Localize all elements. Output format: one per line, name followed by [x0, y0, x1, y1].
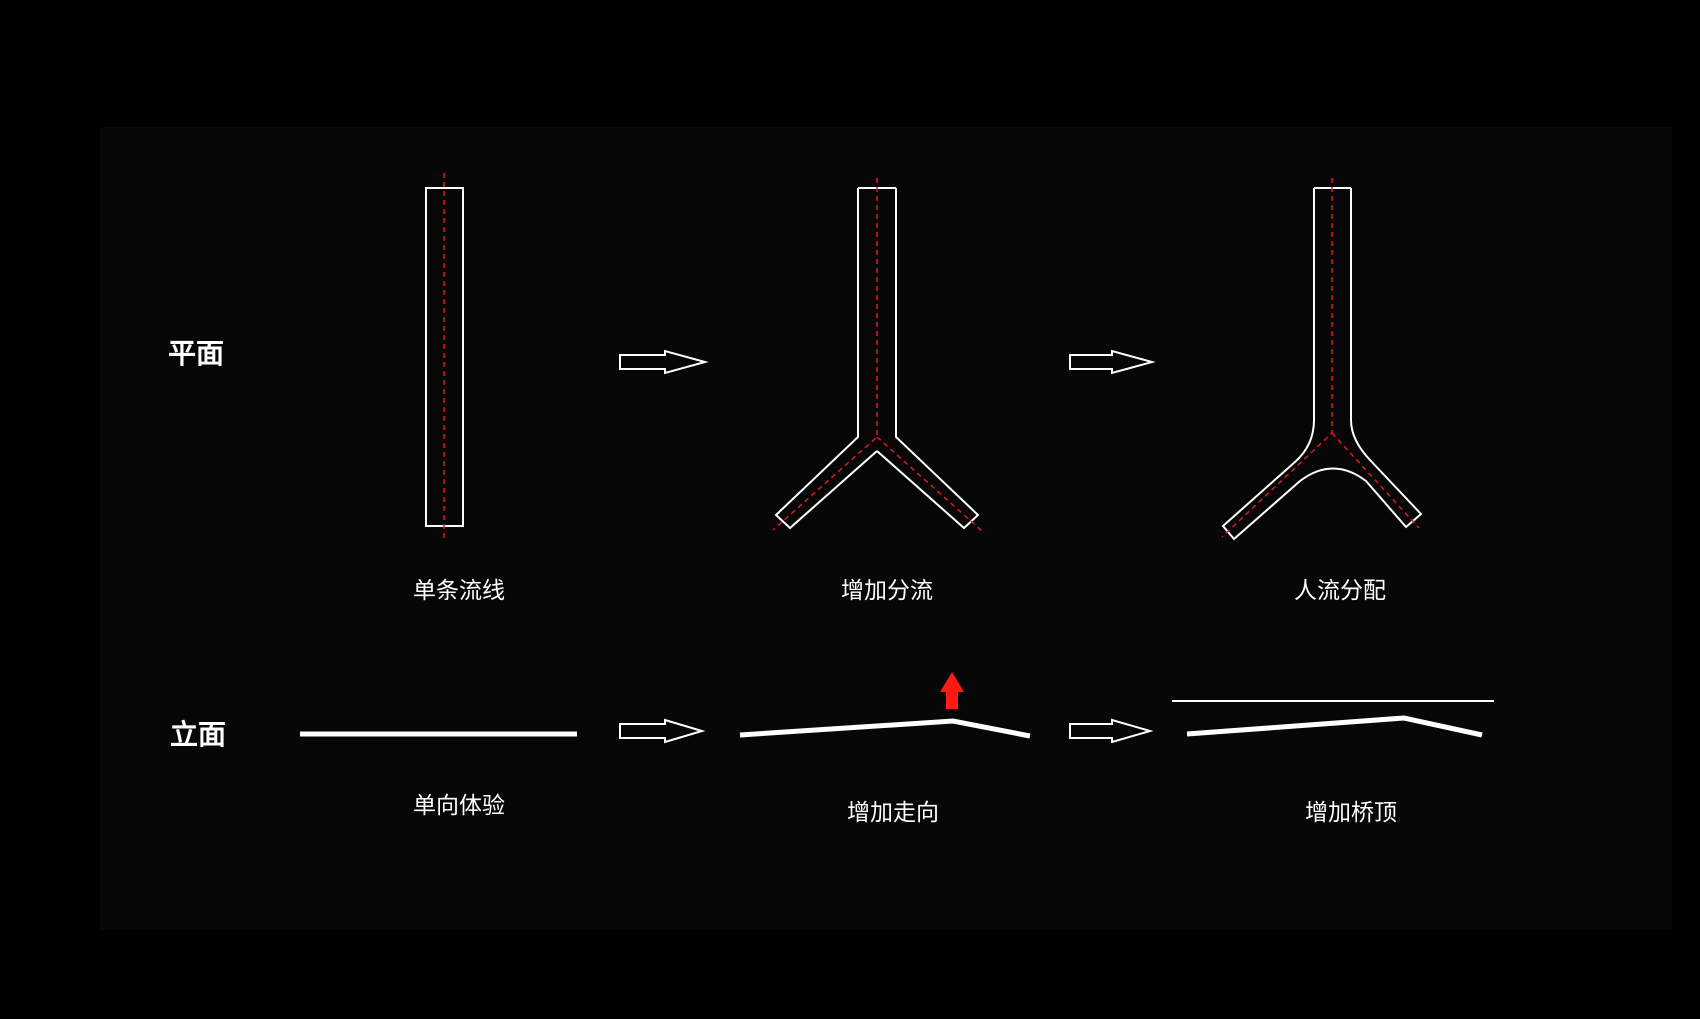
y-outline-right-outer [876, 188, 980, 530]
plan-y-split-corridor [772, 178, 983, 532]
hollow-right-arrow-icon [1069, 349, 1156, 375]
caption-plan-1: 单条流线 [413, 578, 505, 604]
red-up-arrow-icon [940, 672, 964, 709]
elevation-row-label: 立面 [170, 718, 227, 751]
y-centerline [772, 178, 878, 531]
rounded-y-centerline [1221, 178, 1333, 538]
hollow-right-arrow-icon [1069, 718, 1154, 744]
rounded-y-centerline-right [1331, 432, 1420, 529]
caption-elevation-1: 单向体验 [413, 793, 505, 819]
hollow-right-arrow-icon [619, 349, 709, 375]
caption-elevation-2: 增加走向 [847, 800, 939, 826]
plan-row-label: 平面 [168, 337, 225, 370]
y-outline-left-outer [774, 188, 878, 530]
elevation-sloped-line [739, 718, 1031, 739]
caption-plan-3: 人流分配 [1294, 578, 1386, 604]
y-centerline-right [876, 436, 983, 532]
plan-y-rounded-corridor [1221, 178, 1423, 541]
caption-elevation-3: 增加桥顶 [1305, 800, 1397, 826]
plan-single-corridor [425, 173, 464, 541]
diagram-panel [100, 127, 1672, 930]
caption-plan-2: 增加分流 [841, 578, 933, 604]
rounded-y-left-outer [1221, 188, 1423, 541]
hollow-right-arrow-icon [619, 718, 706, 744]
elevation-bridge-deck [1186, 715, 1483, 738]
